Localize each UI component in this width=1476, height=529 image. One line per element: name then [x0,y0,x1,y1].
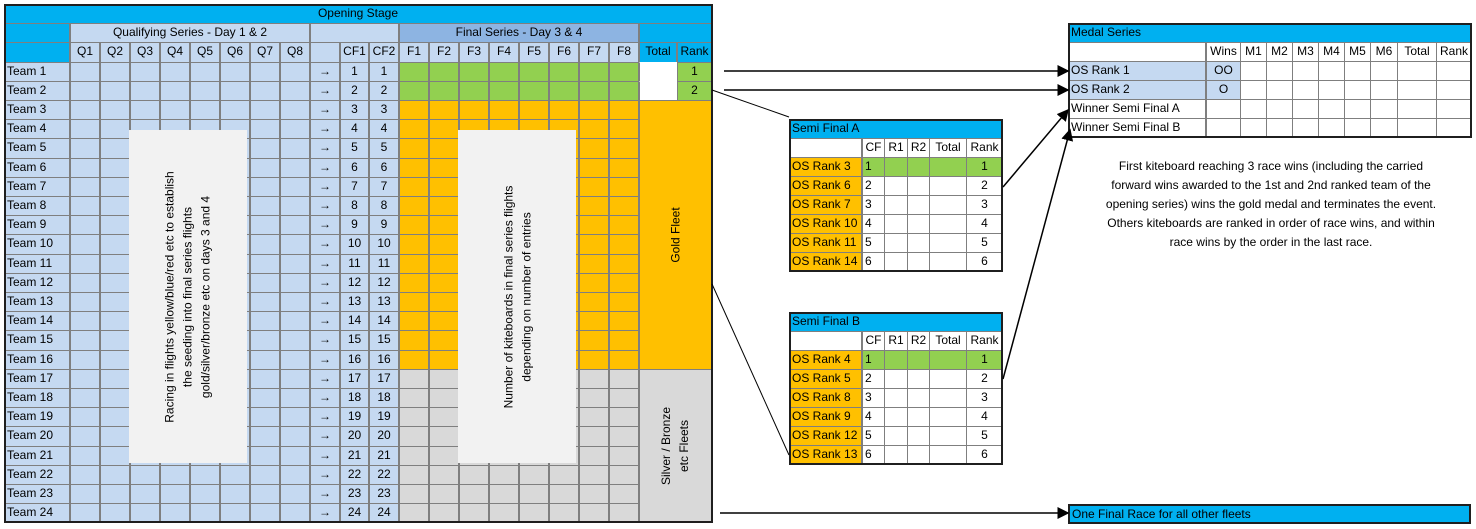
semi_b-row-name: OS Rank 9 [789,407,862,427]
team-name: Team 1 [4,62,70,82]
cf1-value: 7 [340,177,369,197]
semi_a-header: Rank [966,138,1003,158]
arrow-glyph: → [310,234,340,255]
cf2-value: 22 [369,465,399,485]
line-to-semi-b [711,283,790,456]
medal-title: Medal Series [1068,23,1471,43]
cf1-value: 18 [340,388,369,408]
cf2-value: 3 [369,100,399,120]
medal-header: M3 [1292,42,1319,62]
arrow-glyph: → [310,138,340,159]
medal-header: M5 [1344,42,1371,62]
header-total: Total [639,42,677,63]
cf2-value: 23 [369,484,399,504]
qualifying-note: Racing in flights yellow/blue/red etc to… [129,130,247,463]
arrow-glyph: → [310,62,340,82]
cf1-value: 13 [340,292,369,312]
semi_b-row-name: OS Rank 4 [789,350,862,370]
team-name: Team 5 [4,138,70,159]
team-name: Team 11 [4,254,70,274]
cf2-value: 20 [369,426,399,447]
team-name: Team 13 [4,292,70,312]
cf2-value: 19 [369,407,399,427]
cf1-value: 24 [340,503,369,523]
final-note: Number of kiteboards in final series fli… [458,130,576,463]
arrow-glyph: → [310,158,340,178]
medal-rules-line: race wins by the order in the last race. [1169,235,1373,249]
cf1-value: 15 [340,330,369,351]
team-name: Team 24 [4,503,70,523]
medal-rules-line: Others kiteboards are ranked in order of… [1107,216,1435,230]
cf2-value: 7 [369,177,399,197]
cf2-value: 17 [369,369,399,389]
cf2-value: 9 [369,215,399,235]
cf2-value: 14 [369,311,399,331]
arrow-semi-b-medal [1002,128,1074,380]
cf2-value: 21 [369,446,399,466]
team-name: Team 8 [4,196,70,216]
header-f: F5 [519,42,549,63]
header-cf2: CF2 [369,42,399,63]
semi_a-header: Total [929,138,967,158]
semi_b-header: Rank [966,331,1003,351]
cf1-value: 22 [340,465,369,485]
arrow-glyph: → [310,330,340,351]
arrow-glyph: → [310,215,340,235]
medal-rules-line: First kiteboard reaching 3 race wins (in… [1118,159,1424,173]
medal-rules-line: forward wins awarded to the 1st and 2nd … [1111,178,1431,192]
header-q: Q4 [160,42,190,63]
cf1-value: 14 [340,311,369,331]
gold-fleet-block: Gold Fleet [639,100,712,370]
cf1-value: 8 [340,196,369,216]
arrow-glyph: → [310,426,340,447]
team-name: Team 12 [4,273,70,293]
arrow-glyph: → [310,81,340,101]
arrow-glyph: → [310,254,340,274]
medal-row-wins: OO [1206,61,1241,81]
header-q: Q6 [220,42,250,63]
semi_a-row-name: OS Rank 6 [789,176,862,196]
arrow-glyph: → [310,407,340,427]
cf1-value: 12 [340,273,369,293]
arrow-glyph: → [310,292,340,312]
header-q: Q5 [190,42,220,63]
team-name: Team 18 [4,388,70,408]
arrow-glyph: → [310,100,340,120]
cf2-value: 10 [369,234,399,255]
cf2-value: 11 [369,254,399,274]
arrow-glyph: → [310,119,340,139]
arrow-semi-a-medal [1002,108,1069,188]
semi_a-row-name: OS Rank 10 [789,214,862,234]
team-name: Team 3 [4,100,70,120]
semi_a-row-name: OS Rank 3 [789,157,862,177]
line-to-semi-a [711,89,790,118]
cf1-value: 3 [340,100,369,120]
medal-rules-note: First kiteboard reaching 3 race wins (in… [1068,157,1474,252]
final-series-title: Final Series - Day 3 & 4 [399,23,639,43]
header-q: Q1 [70,42,100,63]
cf1-value: 19 [340,407,369,427]
cf1-value: 23 [340,484,369,504]
cf1-value: 20 [340,426,369,447]
medal-row-name: OS Rank 2 [1068,80,1206,100]
cf2-value: 5 [369,138,399,159]
medal-rules-line: opening series) wins the gold medal and … [1105,197,1437,211]
